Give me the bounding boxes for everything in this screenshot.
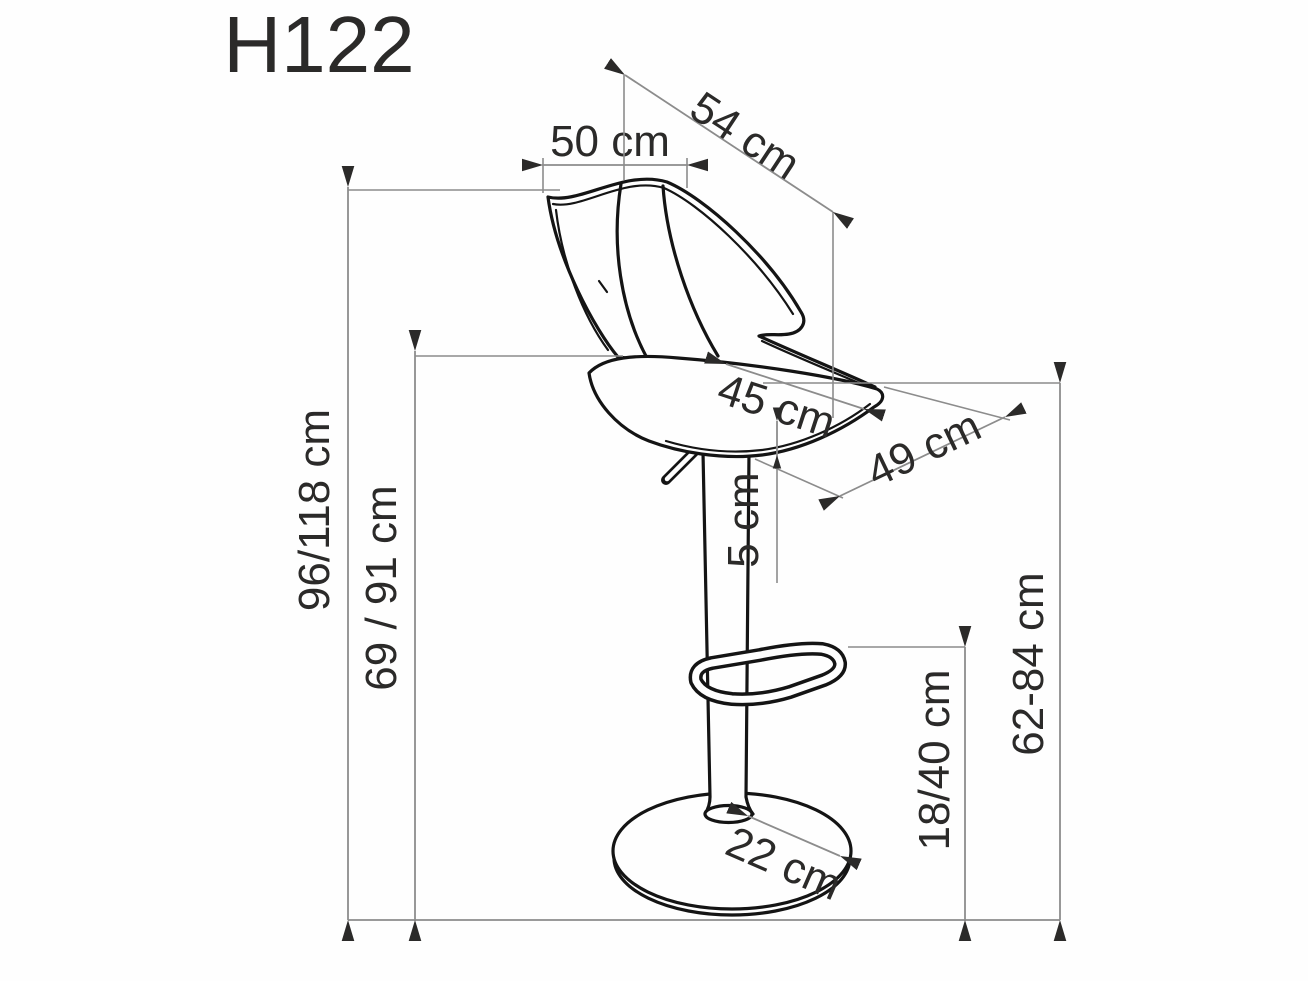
dim-footrest-height: 18/40 cm bbox=[848, 626, 972, 941]
dim-label-total-height: 96/118 cm bbox=[290, 409, 339, 611]
dim-seat-thickness: 5 cm bbox=[719, 407, 782, 583]
dim-label-seat-depth: 49 cm bbox=[859, 401, 988, 497]
backrest-left-piping bbox=[554, 208, 610, 352]
page-title: H122 bbox=[223, 0, 414, 89]
gas-lever bbox=[661, 446, 700, 485]
dimension-annotations: 50 cm 54 cm 45 cm 49 cm 5 cm bbox=[290, 58, 1067, 941]
dim-label-back-width: 50 cm bbox=[550, 117, 670, 166]
dim-label-back-diagonal: 54 cm bbox=[681, 82, 808, 189]
dim-label-footrest-height: 18/40 cm bbox=[910, 670, 959, 851]
dim-backrest-height: 69 / 91 cm bbox=[357, 330, 623, 941]
dim-total-height: 96/118 cm bbox=[290, 166, 560, 941]
dim-label-seat-thickness: 5 cm bbox=[719, 472, 768, 567]
dim-label-backrest-height: 69 / 91 cm bbox=[357, 485, 406, 690]
footrest-ring bbox=[688, 641, 848, 707]
dim-seat-height: 62-84 cm bbox=[763, 362, 1067, 941]
dim-label-seat-height: 62-84 cm bbox=[1004, 572, 1053, 755]
backrest bbox=[546, 177, 877, 390]
backrest-crease bbox=[597, 279, 609, 294]
